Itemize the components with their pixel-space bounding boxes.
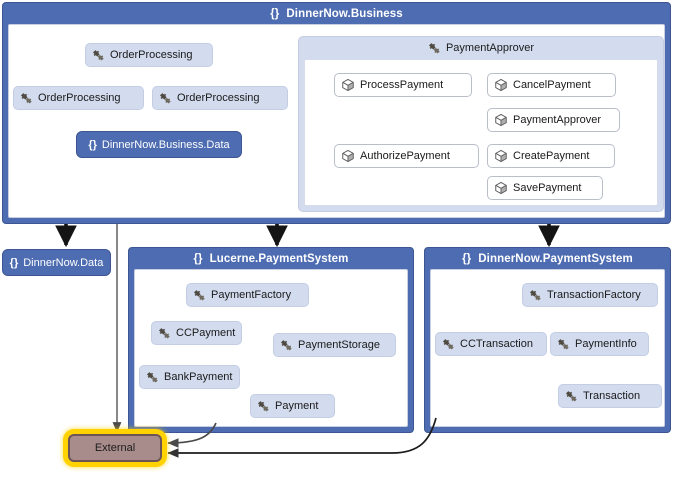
class-icon bbox=[257, 400, 270, 413]
namespace-node-dinnernow-data[interactable]: {} DinnerNow.Data bbox=[2, 249, 111, 276]
type-group-title-paymentapprover: PaymentApprover bbox=[299, 37, 663, 59]
method-node-createpayment[interactable]: CreatePayment bbox=[487, 144, 615, 168]
class-icon bbox=[442, 338, 455, 351]
type-node-label: OrderProcessing bbox=[177, 92, 260, 104]
method-icon bbox=[341, 78, 355, 92]
type-node-paymentinfo[interactable]: PaymentInfo bbox=[550, 332, 649, 356]
class-icon bbox=[557, 338, 570, 351]
namespace-icon: {} bbox=[462, 252, 472, 265]
namespace-group-title-dinnernow-paymentsystem: {} DinnerNow.PaymentSystem bbox=[425, 248, 670, 269]
class-icon bbox=[146, 371, 159, 384]
class-icon bbox=[428, 42, 441, 55]
type-node-ccpayment[interactable]: CCPayment bbox=[151, 321, 242, 345]
type-node-label: Transaction bbox=[583, 390, 641, 402]
type-node-label: BankPayment bbox=[164, 371, 233, 383]
type-node-orderprocessing-left[interactable]: OrderProcessing bbox=[13, 86, 144, 110]
method-icon bbox=[494, 78, 508, 92]
type-group-label: PaymentApprover bbox=[445, 42, 535, 54]
method-icon bbox=[341, 149, 355, 163]
class-icon bbox=[159, 92, 172, 105]
namespace-node-dinnernow-business-data[interactable]: {} DinnerNow.Business.Data bbox=[76, 131, 242, 158]
namespace-node-label: DinnerNow.Data bbox=[23, 256, 104, 269]
type-node-label: OrderProcessing bbox=[110, 49, 193, 61]
method-node-authorizepayment[interactable]: AuthorizePayment bbox=[334, 144, 479, 168]
type-node-label: PaymentInfo bbox=[575, 338, 637, 350]
type-node-transactionfactory[interactable]: TransactionFactory bbox=[522, 283, 658, 307]
method-icon bbox=[494, 181, 508, 195]
type-node-label: TransactionFactory bbox=[547, 289, 641, 301]
method-icon bbox=[494, 113, 508, 127]
method-node-savepayment[interactable]: SavePayment bbox=[487, 176, 603, 200]
method-node-label: ProcessPayment bbox=[360, 79, 444, 91]
type-node-transaction[interactable]: Transaction bbox=[558, 384, 662, 408]
type-node-bankpayment[interactable]: BankPayment bbox=[139, 365, 240, 389]
type-node-payment[interactable]: Payment bbox=[250, 394, 335, 418]
method-node-processpayment[interactable]: ProcessPayment bbox=[334, 73, 472, 97]
namespace-icon: {} bbox=[270, 7, 280, 20]
type-node-label: PaymentStorage bbox=[298, 339, 380, 351]
type-node-label: OrderProcessing bbox=[38, 92, 121, 104]
namespace-title-label: DinnerNow.PaymentSystem bbox=[478, 252, 633, 265]
method-node-paymentapprover[interactable]: PaymentApprover bbox=[487, 108, 620, 132]
method-node-label: AuthorizePayment bbox=[360, 150, 450, 162]
class-icon bbox=[280, 339, 293, 352]
namespace-icon: {} bbox=[193, 252, 203, 265]
method-node-label: PaymentApprover bbox=[513, 114, 602, 126]
class-icon bbox=[529, 289, 542, 302]
type-node-label: CCTransaction bbox=[460, 338, 533, 350]
type-node-paymentstorage[interactable]: PaymentStorage bbox=[273, 333, 396, 357]
namespace-icon: {} bbox=[88, 138, 97, 151]
type-node-orderprocessing-right[interactable]: OrderProcessing bbox=[152, 86, 288, 110]
method-node-label: SavePayment bbox=[513, 182, 582, 194]
namespace-icon: {} bbox=[9, 256, 19, 269]
type-node-label: CCPayment bbox=[176, 327, 236, 339]
type-node-orderprocessing-top[interactable]: OrderProcessing bbox=[85, 43, 213, 67]
class-icon bbox=[158, 327, 171, 340]
namespace-title-label: Lucerne.PaymentSystem bbox=[209, 252, 349, 265]
namespace-group-title-lucerne: {} Lucerne.PaymentSystem bbox=[129, 248, 413, 269]
namespace-title-label: DinnerNow.Business bbox=[286, 7, 403, 20]
namespace-node-label: DinnerNow.Business.Data bbox=[101, 138, 230, 151]
method-node-label: CreatePayment bbox=[513, 150, 590, 162]
type-node-cctransaction[interactable]: CCTransaction bbox=[435, 332, 547, 356]
type-node-label: Payment bbox=[275, 400, 319, 412]
external-node[interactable]: External bbox=[68, 434, 162, 462]
external-node-label: External bbox=[94, 442, 136, 454]
class-icon bbox=[20, 92, 33, 105]
namespace-group-title-dinnernow-business: {} DinnerNow.Business bbox=[3, 3, 670, 24]
method-node-label: CancelPayment bbox=[513, 79, 591, 91]
method-icon bbox=[494, 149, 508, 163]
class-icon bbox=[565, 390, 578, 403]
class-icon bbox=[92, 49, 105, 62]
method-node-cancelpayment[interactable]: CancelPayment bbox=[487, 73, 616, 97]
type-node-label: PaymentFactory bbox=[211, 289, 292, 301]
class-icon bbox=[193, 289, 206, 302]
type-node-paymentfactory[interactable]: PaymentFactory bbox=[186, 283, 309, 307]
